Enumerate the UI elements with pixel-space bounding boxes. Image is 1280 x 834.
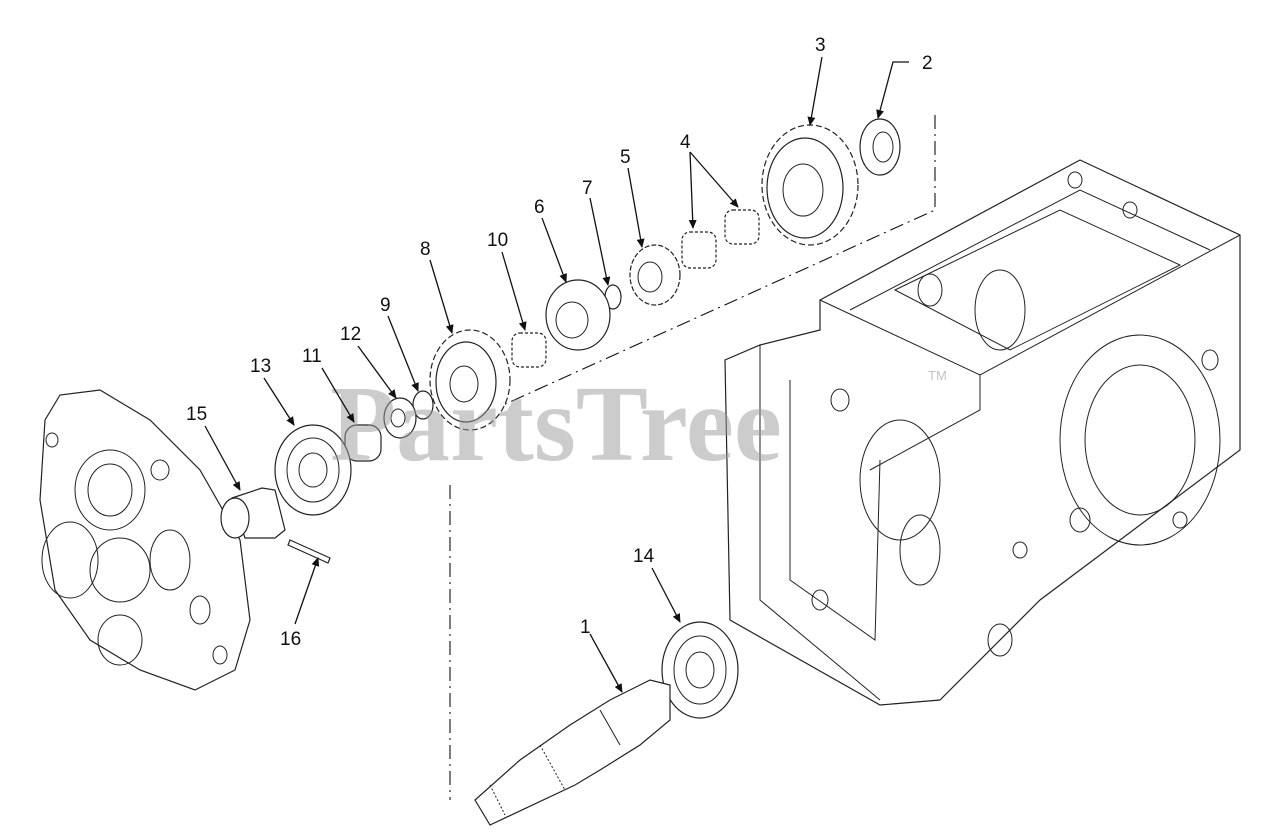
watermark-tm: TM [928, 368, 947, 383]
part-14-bearing [661, 621, 739, 719]
part-16-pin [287, 539, 331, 564]
part-1-shaft [474, 679, 671, 826]
shaft-axis-line [469, 115, 936, 421]
callout-13: 13 [250, 356, 271, 377]
callout-10: 10 [487, 230, 508, 251]
callout-12: 12 [340, 324, 361, 345]
callout-4: 4 [680, 132, 691, 153]
side-cover [39, 389, 251, 691]
part-11-bushing [344, 424, 382, 462]
transmission-housing [724, 159, 1241, 706]
callout-5: 5 [620, 147, 631, 168]
callout-2: 2 [922, 53, 933, 74]
part-6-shift-collar [545, 279, 611, 351]
part-5-collar [629, 244, 681, 306]
leader-lines [204, 56, 909, 693]
callout-16: 16 [280, 629, 301, 650]
callout-15: 15 [186, 404, 207, 425]
part-9-washer [412, 390, 434, 420]
callout-1: 1 [580, 617, 591, 638]
part-12-washer [383, 397, 417, 439]
callout-11: 11 [302, 346, 322, 367]
callout-3: 3 [815, 35, 826, 56]
part-10-needle-bearing [511, 332, 547, 368]
part-3-gear [761, 124, 859, 246]
callout-9: 9 [380, 295, 391, 316]
part-8-gear [429, 329, 511, 431]
watermark: PartsTree [330, 365, 782, 484]
callout-8: 8 [420, 239, 431, 260]
callout-7: 7 [582, 178, 593, 199]
part-2-seal [859, 118, 901, 176]
callout-14: 14 [633, 546, 655, 567]
part-15-sleeve [220, 487, 286, 539]
part-4-needle-bearings [681, 209, 760, 269]
part-13-bearing [274, 424, 352, 516]
callout-6: 6 [534, 197, 545, 218]
